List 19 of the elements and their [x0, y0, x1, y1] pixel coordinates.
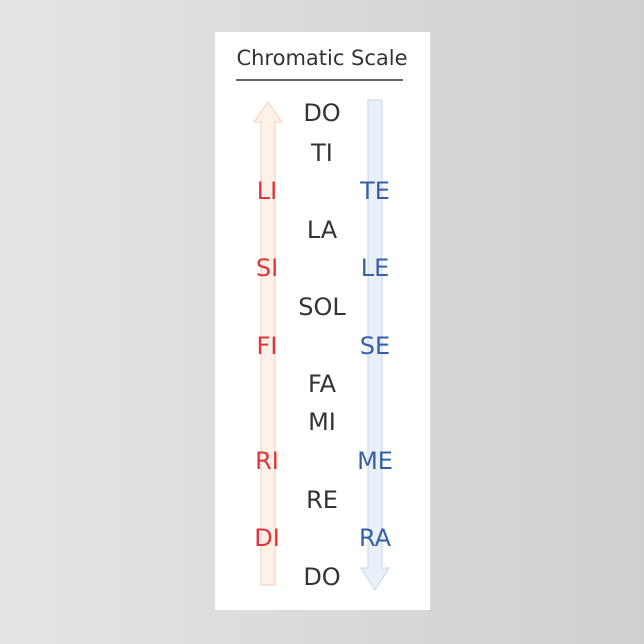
- solfege-syllable: RE: [306, 486, 338, 514]
- solfege-syllable: DO: [303, 563, 341, 591]
- solfege-syllable: DO: [303, 99, 341, 127]
- solfege-syllable: DI: [254, 524, 280, 552]
- solfege-syllable: TE: [360, 177, 390, 205]
- solfege-syllable: LE: [360, 254, 390, 282]
- solfege-syllable: LA: [306, 216, 338, 244]
- solfege-syllable: SI: [256, 254, 278, 282]
- solfege-syllable: FI: [256, 332, 278, 360]
- solfege-syllable: LI: [256, 177, 278, 205]
- solfege-syllable: MI: [308, 408, 336, 436]
- solfege-syllable: RA: [358, 524, 392, 552]
- title: Chromatic Scale: [236, 45, 408, 72]
- solfege-syllable: FA: [308, 370, 336, 398]
- solfege-syllable: TI: [311, 139, 333, 167]
- solfege-syllable: SE: [360, 332, 390, 360]
- solfege-syllable: ME: [357, 447, 393, 475]
- solfege-syllable: SOL: [298, 293, 346, 321]
- solfege-syllable: RI: [255, 447, 279, 475]
